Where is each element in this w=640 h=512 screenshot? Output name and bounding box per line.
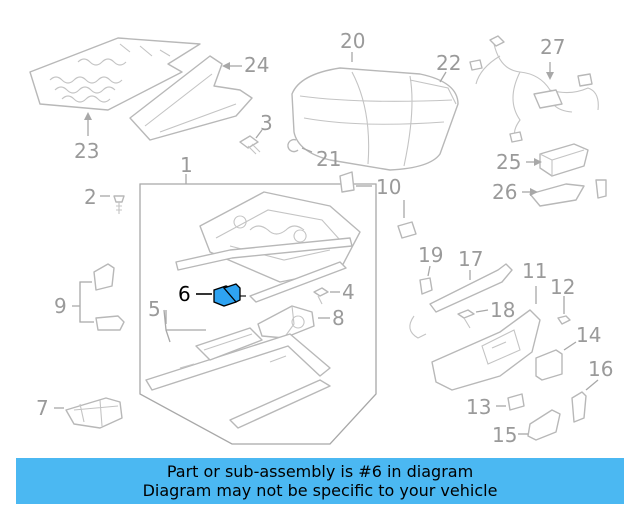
callout-17: 17	[458, 247, 483, 271]
part-19-clip	[419, 265, 433, 295]
part-20-seat-cushion	[291, 52, 459, 171]
callout-23: 23	[74, 139, 99, 163]
part-16-knob	[571, 379, 599, 423]
part-8-motor	[257, 305, 330, 339]
banner-line-disclaimer: Diagram may not be specific to your vehi…	[142, 481, 498, 500]
callout-12: 12	[550, 275, 575, 299]
callout-6-highlighted: 6	[178, 282, 191, 306]
callout-16: 16	[588, 357, 613, 381]
callout-21: 21	[316, 147, 341, 171]
callout-25: 25	[496, 150, 521, 174]
callout-20: 20	[340, 29, 365, 53]
seat-frame	[175, 191, 361, 303]
part-25-module	[526, 143, 589, 177]
callout-14: 14	[576, 323, 601, 347]
callout-15: 15	[492, 423, 517, 447]
callout-1: 1	[180, 153, 193, 177]
part-27-wiring-harness	[469, 35, 599, 143]
part-1-frame-box	[139, 174, 377, 445]
seat-track	[145, 327, 331, 429]
callout-2: 2	[84, 185, 97, 209]
part-17-lever	[409, 263, 513, 339]
callout-27: 27	[540, 35, 565, 59]
part-23-heater-pad	[29, 37, 201, 136]
part-6-highlighted-part	[196, 283, 246, 307]
part-9-brackets	[72, 263, 125, 331]
part-18-bolt	[457, 309, 489, 329]
callout-11: 11	[522, 259, 547, 283]
callout-10: 10	[376, 175, 401, 199]
part-13-knob	[496, 393, 525, 411]
part-26-bracket	[522, 179, 607, 207]
part-15-cover	[518, 409, 561, 441]
part-2-screw	[100, 195, 125, 214]
callout-9: 9	[54, 294, 67, 318]
callout-24: 24	[244, 53, 269, 77]
callout-22: 22	[436, 51, 461, 75]
part-11-side-shield	[431, 286, 541, 391]
part-21-clip	[287, 138, 313, 153]
part-12-clip	[557, 296, 571, 325]
callout-19: 19	[418, 243, 443, 267]
callout-26: 26	[492, 180, 517, 204]
part-14-switch	[535, 341, 577, 381]
part-3-bolt	[239, 129, 263, 155]
callout-18: 18	[490, 298, 515, 322]
parts-diagram: 1 2 3 4 5 6 7 8 9 10 11 12 13 14 15 16 1…	[29, 29, 613, 447]
part-24-side-strip	[129, 55, 253, 141]
part-4-bolt	[313, 287, 340, 305]
callout-4: 4	[342, 280, 355, 304]
part-info-banner: Part or sub-assembly is #6 in diagram Di…	[16, 458, 624, 504]
part-7-connector	[54, 397, 123, 429]
callout-7: 7	[36, 396, 49, 420]
part-10-bracket	[339, 171, 417, 239]
callout-8: 8	[332, 306, 345, 330]
callout-5: 5	[148, 297, 161, 321]
part-5-leads	[163, 309, 206, 343]
banner-line-part: Part or sub-assembly is #6 in diagram	[166, 462, 474, 481]
part-22-cushion-trim	[409, 71, 457, 105]
callout-13: 13	[466, 395, 491, 419]
callout-3: 3	[260, 111, 273, 135]
